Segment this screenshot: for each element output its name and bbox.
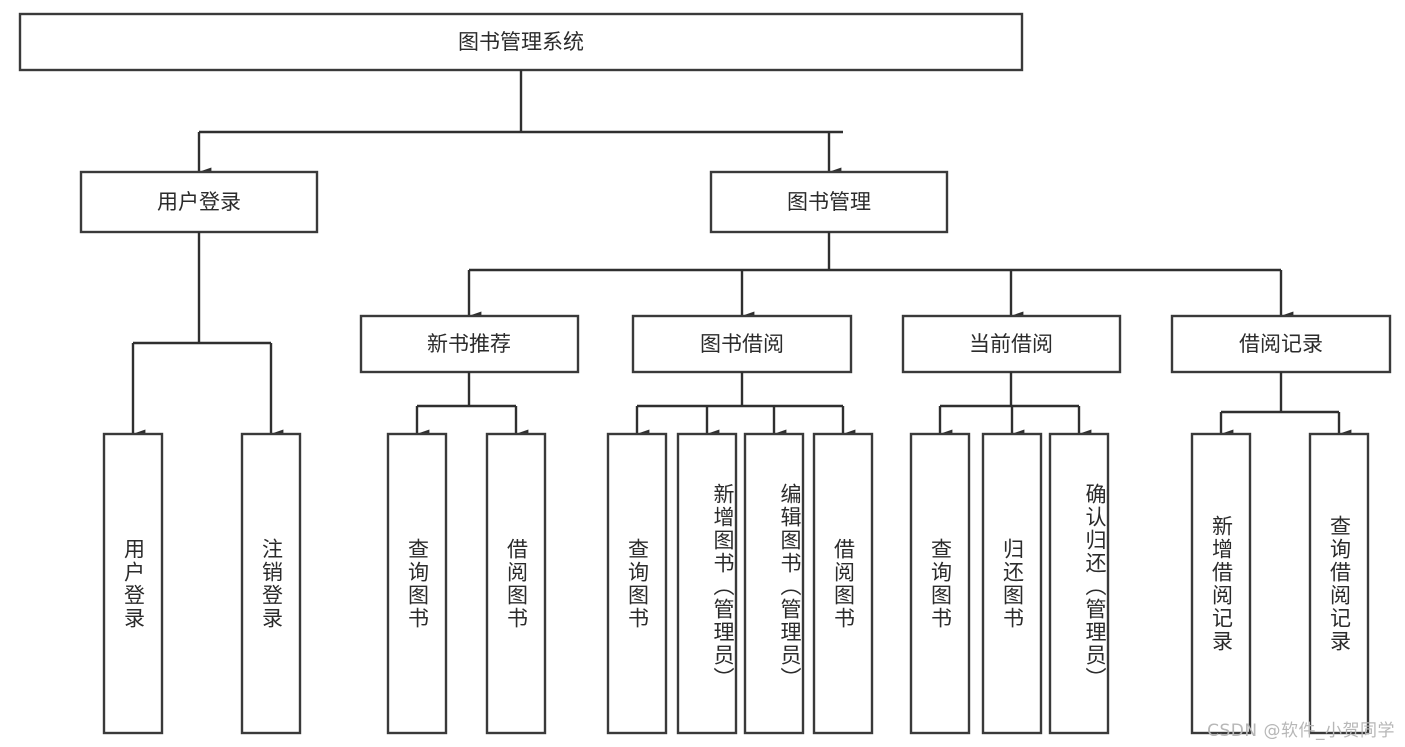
edges-book-management-to-level3 [467,232,1294,321]
node-root-box[interactable] [18,12,1024,72]
edges-user-login-to-leaves [131,232,284,439]
node-user-login-label: 用户登录 [157,190,241,214]
node-book-management-label: 图书管理 [787,190,871,214]
leaf-boxes [102,432,1370,735]
node-book-borrow-label: 图书借阅 [700,332,784,356]
node-book-management[interactable]: 图书管理 [709,170,949,234]
edges-new-book-recommend-to-leaves [415,372,529,439]
node-root[interactable]: 图书管理系统 [18,12,1024,72]
edges-book-borrow-to-leaves [635,372,856,439]
leaf-box-borrow-book-nbr[interactable] [485,432,547,735]
node-borrow-record-label: 借阅记录 [1239,332,1323,356]
leaf-box-add-borrow-record[interactable] [1190,432,1252,735]
leaf-box-query-book-bb[interactable] [606,432,668,735]
leaf-box-borrow-book-bb[interactable] [812,432,874,735]
leaf-box-user-login[interactable] [102,432,164,735]
node-user-login[interactable]: 用户登录 [79,170,319,234]
node-root-label: 图书管理系统 [458,30,584,54]
leaf-box-edit-book-admin[interactable] [743,432,805,735]
leaf-box-add-book-admin[interactable] [676,432,738,735]
edges-root-to-level2 [197,70,843,177]
leaf-box-query-book-cb[interactable] [909,432,971,735]
node-book-borrow[interactable]: 图书借阅 [631,314,853,374]
leaf-box-query-book-nbr[interactable] [386,432,448,735]
node-book-management-box[interactable] [709,170,949,234]
node-new-book-recommend[interactable]: 新书推荐 [359,314,580,374]
edges-current-borrow-to-leaves [938,372,1092,439]
node-current-borrow-label: 当前借阅 [969,332,1053,356]
node-borrow-record-box[interactable] [1170,314,1392,374]
leaf-box-query-borrow-record[interactable] [1308,432,1370,735]
node-current-borrow-box[interactable] [901,314,1122,374]
node-book-borrow-box[interactable] [631,314,853,374]
leaf-box-confirm-return-admin[interactable] [1048,432,1110,735]
leaf-box-logout[interactable] [240,432,302,735]
watermark-text: CSDN @软件_小贺同学 [1207,721,1395,741]
node-new-book-recommend-box[interactable] [359,314,580,374]
node-new-book-recommend-label: 新书推荐 [427,332,511,356]
edges-borrow-record-to-leaves [1219,372,1352,439]
node-borrow-record[interactable]: 借阅记录 [1170,314,1392,374]
leaf-box-return-book[interactable] [981,432,1043,735]
node-current-borrow[interactable]: 当前借阅 [901,314,1122,374]
